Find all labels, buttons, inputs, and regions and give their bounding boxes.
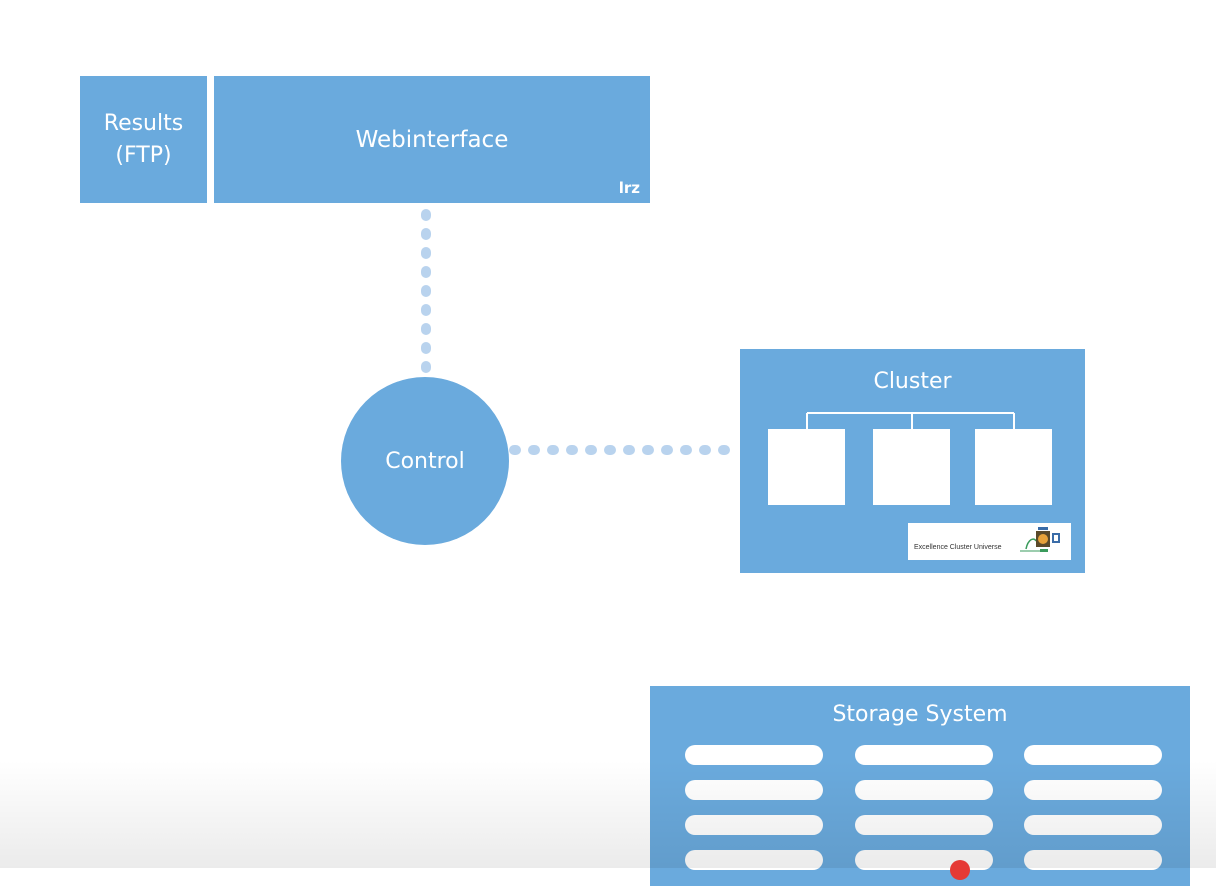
storage-slot [685, 850, 823, 870]
connector-layer [421, 209, 745, 455]
cluster-tree-lines [806, 412, 1015, 429]
storage-slot [685, 815, 823, 835]
storage-slot [1024, 850, 1162, 870]
results-sublabel: (FTP) [115, 142, 172, 168]
storage-slot [1024, 780, 1162, 800]
storage-label: Storage System [832, 702, 1008, 727]
storage-slot [1024, 815, 1162, 835]
cluster-box: Cluster Excellence Cluster Universe [740, 349, 1085, 573]
control-label: Control [385, 448, 465, 474]
control-node: Control [341, 377, 509, 545]
storage-system-box: Storage System [650, 686, 1190, 886]
record-indicator-icon [950, 860, 970, 880]
storage-slot [855, 780, 993, 800]
storage-slot [855, 850, 993, 870]
badge-label: Excellence Cluster Universe [914, 544, 1002, 551]
storage-slot [685, 745, 823, 765]
lrz-logo: lrz [618, 179, 640, 197]
cluster-node-1 [768, 429, 845, 505]
cluster-label: Cluster [873, 369, 952, 394]
cluster-node-2 [873, 429, 950, 505]
storage-slot [855, 745, 993, 765]
storage-slot [685, 780, 823, 800]
webinterface-box: Webinterface lrz [214, 76, 650, 203]
webinterface-label: Webinterface [355, 126, 509, 153]
cluster-node-3 [975, 429, 1052, 505]
storage-slot [855, 815, 993, 835]
results-label: Results [103, 110, 184, 136]
partner-logos-icon [1020, 527, 1060, 552]
results-ftp-box: Results (FTP) [80, 76, 207, 203]
excellence-cluster-badge: Excellence Cluster Universe [908, 523, 1071, 560]
storage-slot [1024, 745, 1162, 765]
